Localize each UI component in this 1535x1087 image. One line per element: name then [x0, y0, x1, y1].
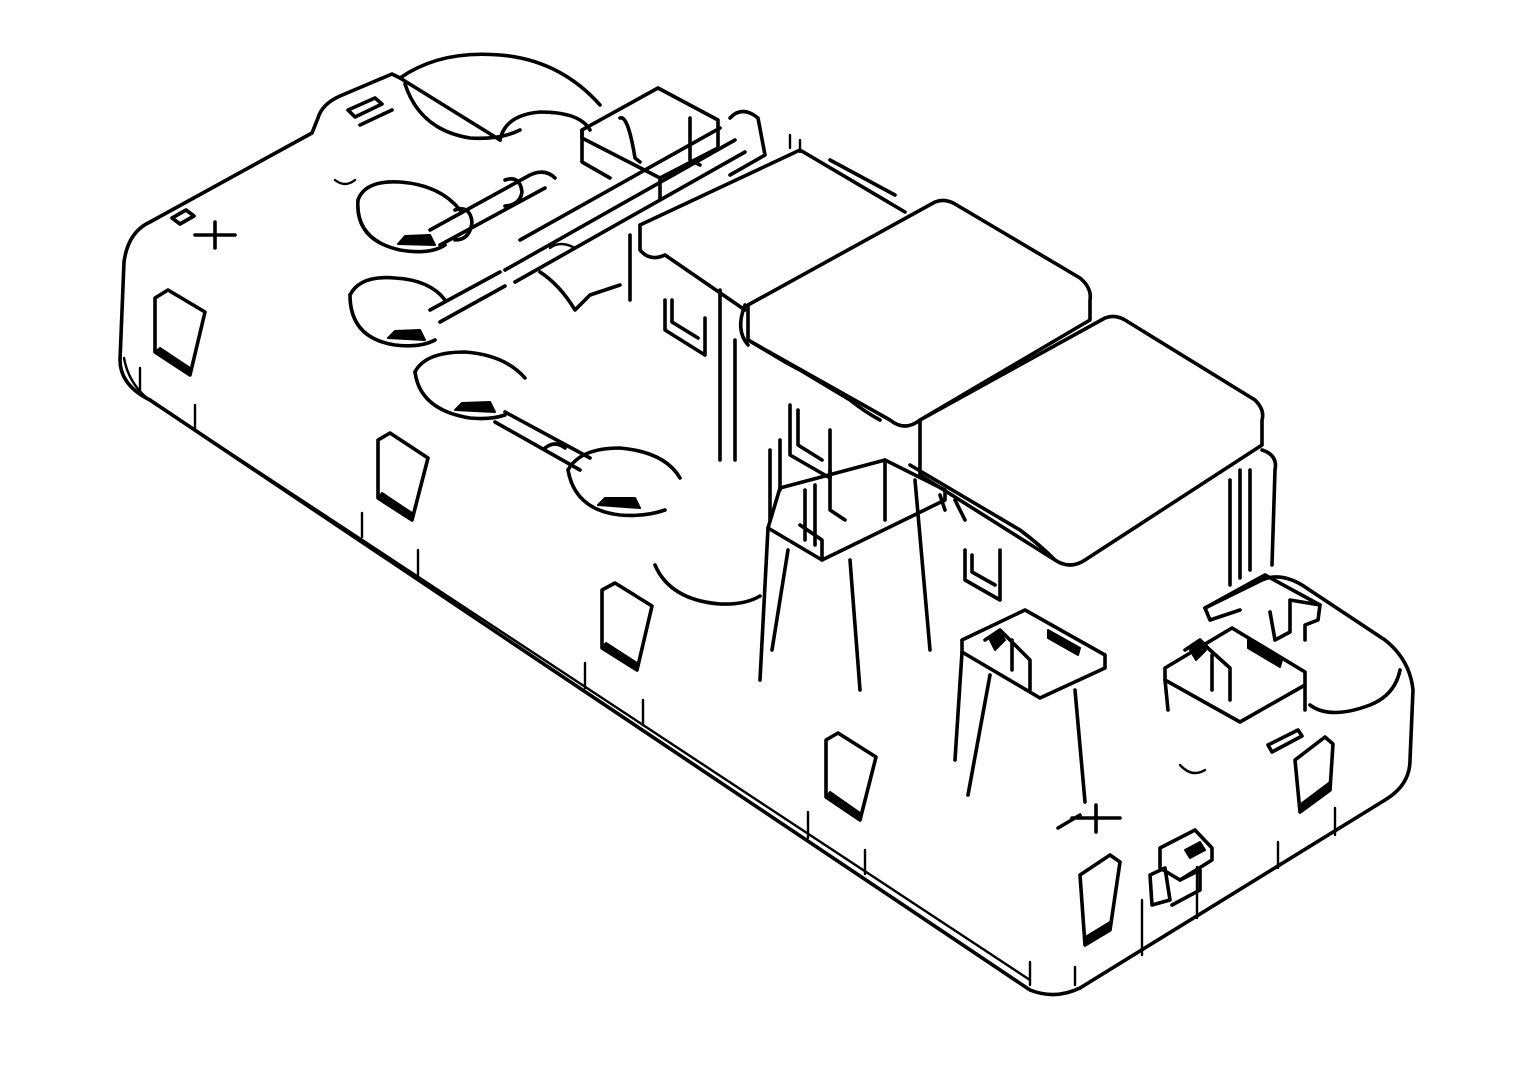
right-socket-2 [1163, 626, 1307, 724]
relay-block-2 [908, 314, 1278, 602]
mounting-slots [153, 288, 1335, 947]
base-ribs [138, 366, 1337, 987]
bus-bars [428, 126, 747, 472]
relay-block-1 [733, 198, 1093, 480]
plus-terminal-mark-icon [1056, 803, 1122, 834]
minus-terminal-mark-icon [1266, 728, 1304, 754]
housing-outline [118, 52, 1415, 997]
upper-terminal-pockets [333, 76, 1207, 775]
minus-terminal-mark-icon [346, 96, 394, 127]
side-connector-clip [1148, 828, 1214, 907]
right-socket-1 [953, 608, 1107, 804]
plus-terminal-mark-icon [170, 208, 237, 250]
right-end-top [1203, 573, 1402, 715]
riser-block [538, 148, 907, 462]
center-socket-tower [758, 438, 947, 692]
